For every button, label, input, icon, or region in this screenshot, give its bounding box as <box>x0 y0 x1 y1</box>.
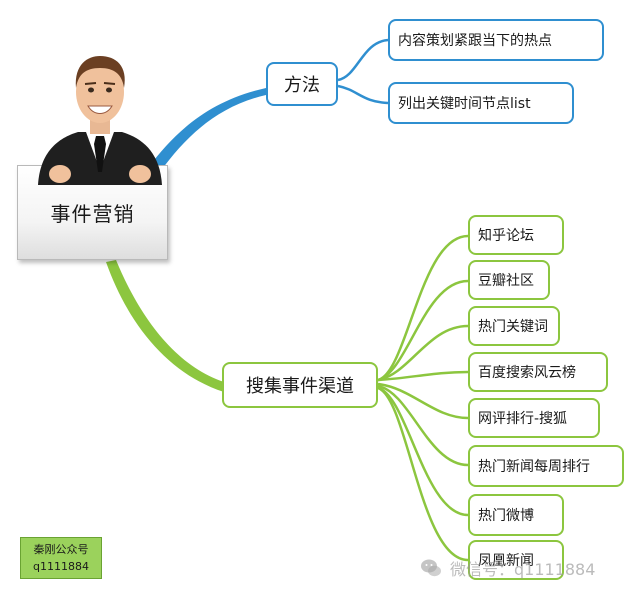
channel-label: 百度搜索风云榜 <box>478 365 576 381</box>
channel-node: 网评排行-搜狐 <box>468 398 600 438</box>
branch-channels-node: 搜集事件渠道 <box>222 362 378 408</box>
method-child-label: 内容策划紧跟当下的热点 <box>398 33 552 49</box>
channel-node: 知乎论坛 <box>468 215 564 255</box>
channel-label: 凤凰新闻 <box>478 553 534 569</box>
connector-channel-2 <box>377 279 469 382</box>
account-id: q1111884 <box>33 560 89 573</box>
watermark: 微信号：q1111884 <box>420 553 595 583</box>
channel-label: 知乎论坛 <box>478 228 534 244</box>
account-label-box: 秦刚公众号 q1111884 <box>20 537 102 579</box>
channel-label: 热门微博 <box>478 508 534 524</box>
connector-method-to-child-1 <box>337 38 389 82</box>
watermark-text: 微信号：q1111884 <box>450 560 596 579</box>
branch-method-label: 方法 <box>284 75 320 96</box>
channel-label: 网评排行-搜狐 <box>478 411 568 427</box>
connector-root-to-channels <box>106 260 224 392</box>
connector-channel-3 <box>377 324 469 382</box>
channel-label: 豆瓣社区 <box>478 273 534 289</box>
connector-root-to-method <box>148 88 266 172</box>
connector-method-to-child-2 <box>337 84 389 105</box>
branch-channels-label: 搜集事件渠道 <box>246 376 354 397</box>
connector-channel-fan <box>377 234 469 562</box>
method-child-node: 列出关键时间节点list <box>388 82 574 124</box>
connector-channel-4 <box>377 370 469 382</box>
channel-node: 凤凰新闻 <box>468 540 564 580</box>
account-name: 秦刚公众号 <box>33 543 89 556</box>
connector-channel-7 <box>377 386 469 517</box>
channel-node: 热门关键词 <box>468 306 560 346</box>
businessman-icon <box>38 56 162 185</box>
channel-node: 热门微博 <box>468 494 564 536</box>
connector-channel-5 <box>377 382 469 420</box>
branch-method-node: 方法 <box>266 62 338 106</box>
channel-label: 热门关键词 <box>478 319 548 335</box>
channel-node: 百度搜索风云榜 <box>468 352 608 392</box>
connector-channel-1 <box>377 234 469 382</box>
channel-node: 豆瓣社区 <box>468 260 550 300</box>
root-label: 事件营销 <box>50 202 135 226</box>
channel-label: 热门新闻每周排行 <box>478 459 590 475</box>
channel-node: 热门新闻每周排行 <box>468 445 624 487</box>
connector-channel-6 <box>377 384 469 467</box>
method-child-node: 内容策划紧跟当下的热点 <box>388 19 604 61</box>
wechat-icon <box>421 559 441 577</box>
connector-channel-8 <box>377 386 469 562</box>
method-child-label: 列出关键时间节点list <box>398 96 531 112</box>
